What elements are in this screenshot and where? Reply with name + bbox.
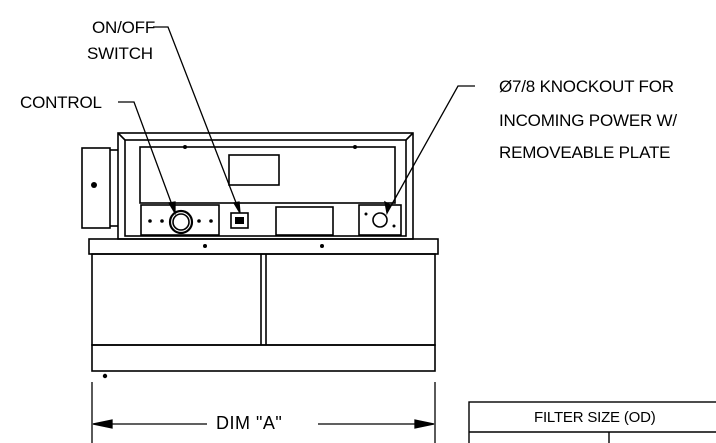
knockout-label-line1: Ø7/8 KNOCKOUT FOR [499, 77, 674, 96]
dimension-line [91, 382, 436, 443]
knockout-plate [358, 204, 402, 236]
control-panel [140, 204, 220, 236]
on-off-switch [230, 212, 249, 229]
dimension-label: DIM "A" [216, 413, 283, 433]
control-knob [168, 209, 194, 235]
center-panel [275, 206, 334, 236]
knockout-label-line2: INCOMING POWER W/ [499, 111, 677, 130]
filter-size-table [468, 401, 716, 443]
on-off-switch-label-line1: ON/OFF [92, 18, 156, 37]
base-cabinet [88, 238, 439, 379]
upper-housing [117, 132, 414, 240]
leader-lines [118, 26, 475, 216]
on-off-switch-label-line2: SWITCH [87, 44, 153, 63]
filter-size-table-title: FILTER SIZE (OD) [534, 409, 656, 426]
control-label: CONTROL [20, 93, 102, 112]
knockout-label-line3: REMOVEABLE PLATE [499, 143, 671, 162]
side-junction-box [81, 147, 118, 229]
